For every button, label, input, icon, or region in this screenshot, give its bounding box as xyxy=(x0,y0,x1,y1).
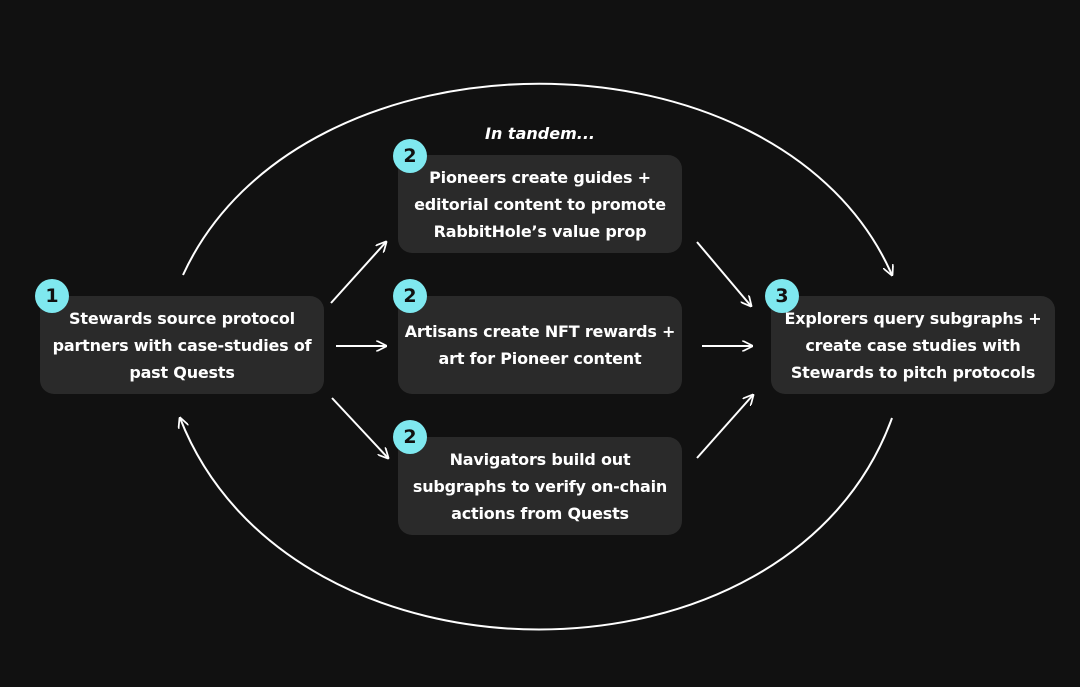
stewards-line: past Quests xyxy=(129,362,235,382)
explorers-line: Explorers query subgraphs + xyxy=(784,308,1042,328)
navigators-line: actions from Quests xyxy=(451,503,629,523)
step-badge-pioneers: 2 xyxy=(393,139,427,173)
artisans-text: Artisans create NFT rewards + art for Pi… xyxy=(404,318,676,372)
step-badge-stewards: 1 xyxy=(35,279,69,313)
explorers-line: create case studies with xyxy=(805,335,1021,355)
pioneers-card: Pioneers create guides + editorial conte… xyxy=(398,155,682,253)
tandem-note: In tandem... xyxy=(485,124,595,143)
artisans-line: art for Pioneer content xyxy=(438,349,642,368)
pioneers-line: RabbitHole’s value prop xyxy=(433,221,647,241)
explorers-line: Stewards to pitch protocols xyxy=(790,362,1036,382)
navigators-line: Navigators build out xyxy=(449,449,631,469)
navigators-card: Navigators build out subgraphs to verify… xyxy=(398,437,682,535)
artisans-line: Artisans create NFT rewards + xyxy=(404,322,676,341)
explorers-text: Explorers query subgraphs + create case … xyxy=(785,305,1042,386)
stewards-card: Stewards source protocol partners with c… xyxy=(40,296,324,394)
pioneers-line: Pioneers create guides + xyxy=(429,167,651,187)
navigators-text: Navigators build out subgraphs to verify… xyxy=(413,446,667,527)
step-badge-artisans: 2 xyxy=(393,279,427,313)
step-badge-explorers: 3 xyxy=(765,279,799,313)
bottom-arc-arrow xyxy=(180,418,893,631)
pioneers-text: Pioneers create guides + editorial conte… xyxy=(414,164,666,245)
stewards-text: Stewards source protocol partners with c… xyxy=(53,305,312,386)
arrow-stewards-to-pioneers xyxy=(330,242,386,304)
arrow-navigators-to-explorers xyxy=(696,395,753,459)
stewards-line: Stewards source protocol xyxy=(69,308,295,328)
top-arc-arrow xyxy=(182,82,892,275)
artisans-card: Artisans create NFT rewards + art for Pi… xyxy=(398,296,682,394)
explorers-card: Explorers query subgraphs + create case … xyxy=(771,296,1055,394)
step-badge-navigators: 2 xyxy=(393,420,427,454)
pioneers-line: editorial content to promote xyxy=(414,194,666,214)
navigators-line: subgraphs to verify on-chain xyxy=(412,476,668,496)
arrow-pioneers-to-explorers xyxy=(696,241,751,306)
arrow-stewards-to-navigators xyxy=(331,397,388,458)
stewards-line: partners with case-studies of xyxy=(52,335,312,355)
